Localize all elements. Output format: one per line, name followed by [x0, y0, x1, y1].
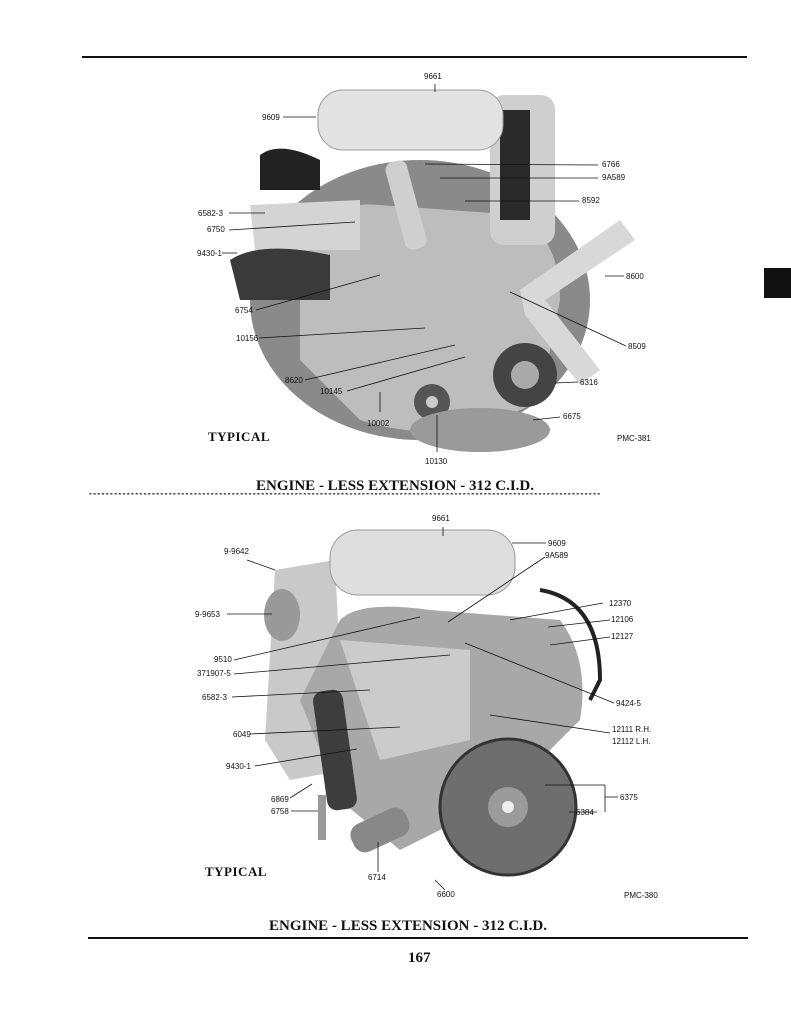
callout-6714: 6714 — [368, 873, 386, 882]
figure-caption: ENGINE - LESS EXTENSION - 312 C.I.D. — [269, 918, 547, 934]
callout-12106: 12106 — [611, 615, 634, 624]
callout-6582-3: 6582-3 — [198, 209, 223, 218]
callout-6375: 6375 — [620, 793, 638, 802]
callout-6384: 6384 — [576, 808, 594, 817]
callout-12127: 12127 — [611, 632, 634, 641]
callout-9609: 9609 — [262, 113, 280, 122]
callout-6750: 6750 — [207, 225, 225, 234]
typical-note: TYPICAL — [205, 864, 268, 879]
callout-8600: 8600 — [626, 272, 644, 281]
callout-6766: 6766 — [602, 160, 620, 169]
callout-12112-lh: 12112 L.H. — [612, 737, 651, 746]
leader-lines-bottom — [227, 527, 618, 891]
callout-6869: 6869 — [271, 795, 289, 804]
section-tab-marker — [764, 268, 791, 298]
callout-10156: 10156 — [236, 334, 259, 343]
callout-6754: 6754 — [235, 306, 253, 315]
callout-9a589: 9A589 — [602, 173, 626, 182]
callout-9-9642: 9-9642 — [224, 547, 249, 556]
callout-9661: 9661 — [432, 514, 450, 523]
callout-6758: 6758 — [271, 807, 289, 816]
figure-caption: ENGINE - LESS EXTENSION - 312 C.I.D. — [256, 478, 534, 494]
engine-illustration-top — [230, 89, 635, 452]
callout-8620: 8620 — [285, 376, 303, 385]
callout-9510: 9510 — [214, 655, 232, 664]
callout-6316: 6316 — [580, 378, 598, 387]
leader-lines-top — [222, 84, 627, 452]
engine-illustration-bottom — [264, 529, 603, 877]
separator-line: ****************************************… — [88, 493, 601, 501]
figure-id: PMC-380 — [624, 891, 658, 900]
callout-8509: 8509 — [628, 342, 646, 351]
callout-6675: 6675 — [563, 412, 581, 421]
callout-371907-5: 371907-5 — [197, 669, 231, 678]
callout-9a589: 9A589 — [545, 551, 569, 560]
figure-id: PMC-381 — [617, 434, 651, 443]
callout-9424-5: 9424-5 — [616, 699, 641, 708]
typical-note: TYPICAL — [208, 429, 271, 444]
callout-12111-rh: 12111 R.H. — [612, 725, 652, 734]
top-rule — [82, 56, 747, 58]
callout-10145: 10145 — [320, 387, 343, 396]
callout-9430-1: 9430-1 — [226, 762, 251, 771]
callout-10002: 10002 — [367, 419, 390, 428]
callout-9430-1: 9430-1 — [197, 249, 222, 258]
callout-9609: 9609 — [548, 539, 566, 548]
callout-10130: 10130 — [425, 457, 448, 466]
callout-12370: 12370 — [609, 599, 632, 608]
callout-8592: 8592 — [582, 196, 600, 205]
callout-9661: 9661 — [424, 72, 442, 81]
callout-6049: 6049 — [233, 730, 251, 739]
page-number: 167 — [408, 950, 431, 966]
bottom-rule — [88, 937, 748, 939]
callout-6582-3: 6582-3 — [202, 693, 227, 702]
callout-6600: 6600 — [437, 890, 455, 899]
callout-9-9653: 9-9653 — [195, 610, 220, 619]
